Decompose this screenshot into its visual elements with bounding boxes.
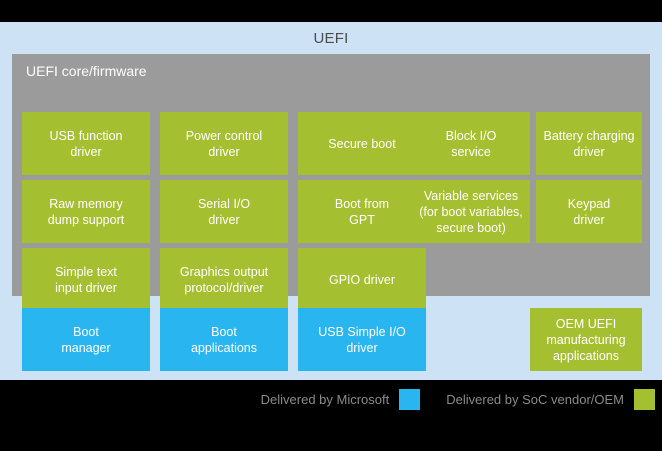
legend-spacer (420, 399, 446, 400)
top-band (0, 0, 662, 22)
legend-entry-soc-vendor: Delivered by SoC vendor/OEM (446, 389, 655, 410)
tile-gpio-driver: GPIO driver (298, 248, 426, 311)
tile-boot-applications: Boot applications (160, 308, 288, 371)
page-title: UEFI (313, 30, 349, 47)
legend: Delivered by Microsoft Delivered by SoC … (261, 389, 655, 410)
tile-graphics-output-protocol-driver: Graphics output protocol/driver (160, 248, 288, 311)
diagram-panel: UEFI UEFI core/firmware USB function dri… (0, 22, 662, 380)
tile-battery-charging-driver: Battery charging driver (536, 112, 642, 175)
tile-power-control-driver: Power control driver (160, 112, 288, 175)
legend-label-microsoft: Delivered by Microsoft (260, 392, 390, 407)
tile-raw-memory-dump-support: Raw memory dump support (22, 180, 150, 243)
tile-serial-io-driver: Serial I/O driver (160, 180, 288, 243)
uefi-applications-row: Boot manager Boot applications USB Simpl… (12, 308, 650, 371)
tile-simple-text-input-driver: Simple text input driver (22, 248, 150, 311)
legend-label-soc-vendor: Delivered by SoC vendor/OEM (446, 392, 624, 407)
tile-boot-from-gpt: Boot from GPT (298, 180, 426, 243)
tile-boot-manager: Boot manager (22, 308, 150, 371)
legend-entry-microsoft: Delivered by Microsoft (261, 389, 421, 410)
tile-keypad-driver: Keypad driver (536, 180, 642, 243)
tile-oem-uefi-manufacturing-applications: OEM UEFI manufacturing applications (530, 308, 642, 371)
tile-usb-simple-io-driver: USB Simple I/O driver (298, 308, 426, 371)
uefi-core-container: UEFI core/firmware USB function driver P… (12, 54, 650, 311)
legend-band: Delivered by Microsoft Delivered by SoC … (0, 380, 662, 451)
tile-variable-services: Variable services (for boot variables, s… (412, 180, 530, 243)
tile-block-io-service: Block I/O service (412, 112, 530, 175)
tile-secure-boot: Secure boot (298, 112, 426, 175)
tile-usb-function-driver: USB function driver (22, 112, 150, 175)
legend-swatch-microsoft (399, 389, 421, 410)
uefi-core-label: UEFI core/firmware (26, 63, 147, 79)
legend-swatch-soc-vendor (634, 389, 655, 410)
